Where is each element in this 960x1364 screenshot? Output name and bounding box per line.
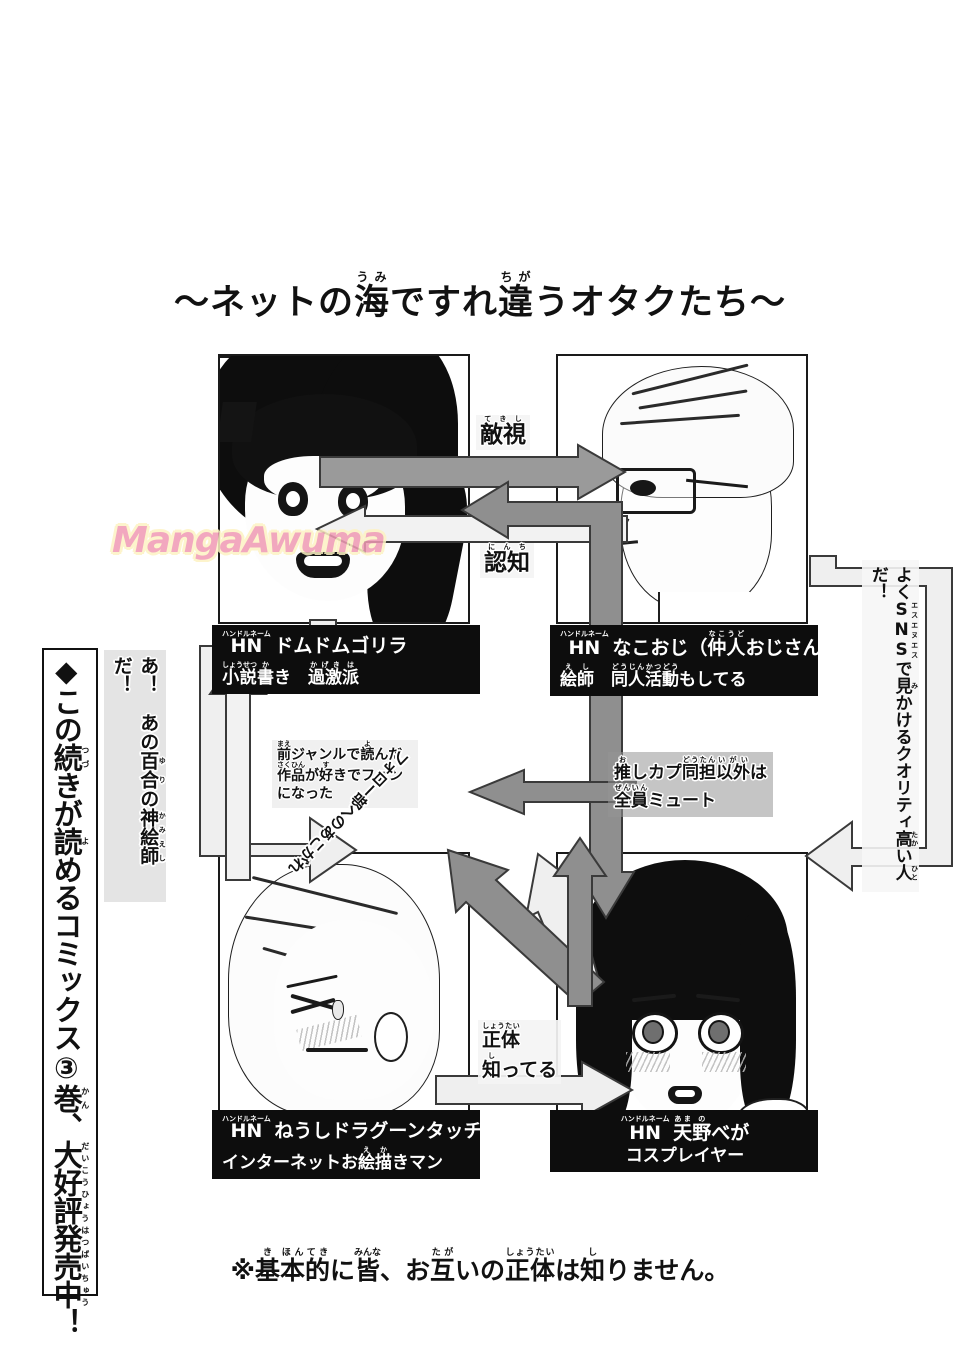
relation-label-oshi-kapu-mute: 推おしカプ同担どうたん以外いがいは 全員ぜんいんミュート [608,752,773,817]
character-panel-neushi-dragoon-touch-me [218,852,470,1130]
nameplate-nakooji: HNハンドルネーム なこおじ（仲人なこうどおじさん） 絵え師し 同人活動どうじん… [550,625,841,696]
nameplate-handle-line: HNハンドルネーム なこおじ（仲人なこうどおじさん） [560,630,841,659]
title-ruby-umi: 海うみ [353,270,390,323]
nameplate-domdom-gorilla: HNハンドルネーム ドムドムゴリラ 小説しょうせつ書かき 過激かげき派は [212,625,480,694]
title-segment-1: 〜ネットの [173,283,354,323]
nameplate-role-line: 絵え師し 同人活動どうじんかつどうもしてる [560,663,747,690]
relation-label-line1: 正体しょうたい [482,1022,521,1051]
nameplate-role-line: コスプレイヤー [625,1146,745,1166]
nameplate-handle-line: HNハンドルネーム ドムドムゴリラ [222,630,472,656]
title-segment-3: うオタクたち〜 [534,283,787,323]
arrow-nakooji-to-neushi [450,480,700,920]
relationship-diagram: HNハンドルネーム ドムドムゴリラ 小説しょうせつ書かき 過激かげき派は HNハ… [150,350,953,1200]
relation-label-ninchi: 認知にんち [480,543,534,579]
title-segment-2: ですれ [389,283,498,323]
page-title: 〜ネットの海うみですれ違ちがうオタクたち〜 [0,270,960,325]
arrow-nakooji-to-amano [790,555,960,896]
relation-label-mae-genre: 前まえジャンルで読よんだ作品さくひんが好すきでファンになった [272,740,418,808]
hn-abbrev-ruby: HNハンドルネーム [222,1115,271,1142]
comics-promo-banner: ◆この続つづきが読よめるコミックス③巻かん、大好評発売中だいこうひょうはつばいち… [42,648,98,1336]
relation-label-line1: 推おしカプ同担どうたん以外いがいは [614,756,767,783]
hn-abbrev-ruby: HNハンドルネーム [620,1115,670,1144]
hn-abbrev-ruby: HNハンドルネーム [560,630,609,659]
arrow-tekishi [319,443,630,501]
character-panel-domdom-gorilla [218,354,470,624]
nameplate-role-line: 小説しょうせつ書かき 過激かげき派は [222,661,359,688]
relation-label-line2: 全員ぜんいんミュート [614,784,716,812]
nameplate-role-line: インターネットお絵え描かきマン [222,1146,443,1173]
title-ruby-chiga: 違ちが [498,270,535,323]
footnote-identities-unknown: ※基き本的ほんてきに皆みんな、お互たがいの正体しょうたいは知しりません。 [230,1248,730,1285]
handle-name: ドムドムゴリラ [274,635,408,657]
nameplate-neushi-dragoon-touch-me: HNハンドルネーム ねうしドラグーンタッチミー インターネットお絵え描かきマン [212,1110,520,1179]
callout-kami-eshi: あ！ あの百合ゆりの神絵師かみえしだ！ [104,650,167,902]
relation-label-shoutai-shitteru: 正体しょうたい 知しってる [478,1020,562,1084]
relation-label-line2: 知しってる [482,1051,558,1081]
nameplate-handle-line: HNハンドルネーム ねうしドラグーンタッチミー [222,1115,520,1142]
handle-name: ねうしドラグーンタッチミー [274,1120,521,1142]
comics-promo-text: ◆この続つづきが読よめるコミックス③巻かん、大好評発売中だいこうひょうはつばいち… [49,654,90,1336]
character-art-neushi-dragoon-touch-me [220,854,468,1128]
arrow-amano-to-nakooji [552,836,614,1007]
hn-abbrev-ruby: HNハンドルネーム [222,630,271,657]
nameplate-amano-vega: HNハンドルネーム 天あま野のべが コスプレイヤー [550,1110,818,1172]
relation-label-tekishi: 敵視てきし [476,415,530,451]
nameplate-handle-line: HNハンドルネーム 天あま野のべが [620,1115,750,1144]
